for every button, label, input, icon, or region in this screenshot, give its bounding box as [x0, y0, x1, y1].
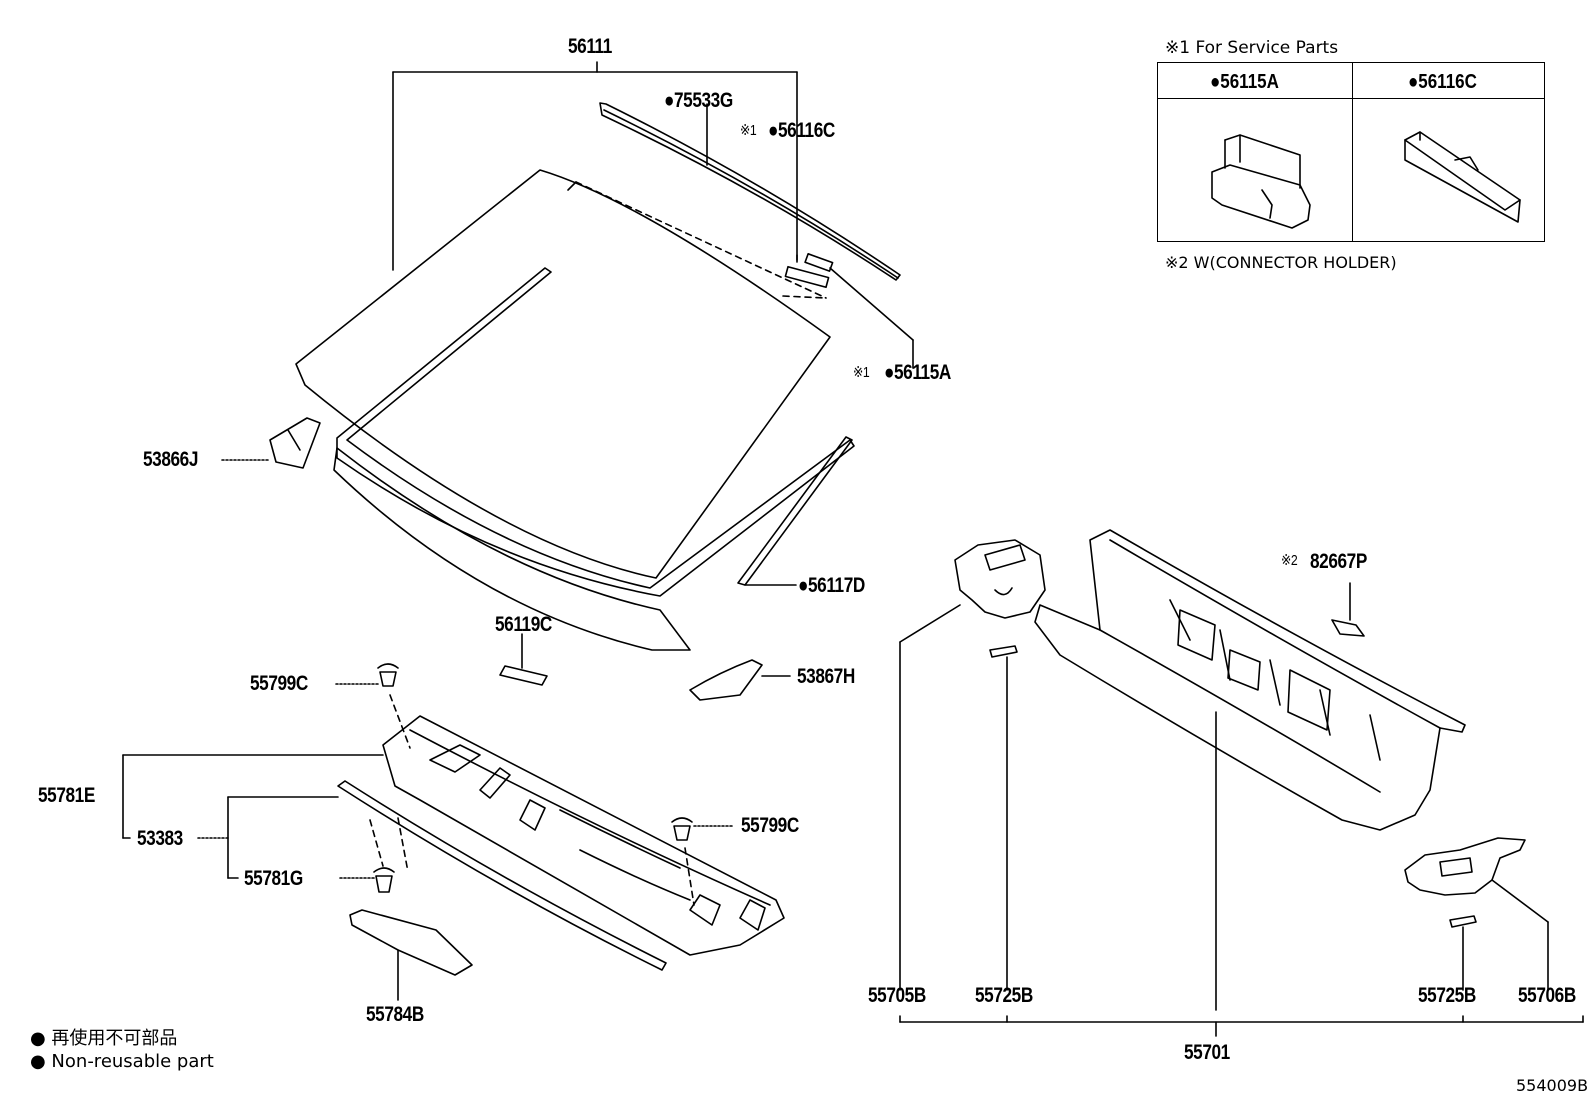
- dash-panel-55701: [1034, 529, 1466, 1011]
- service-parts-divider: [1352, 63, 1353, 241]
- seal-53383: [337, 780, 667, 971]
- clip-55725b-a: [989, 645, 1018, 991]
- label-56117d: ●56117D: [798, 574, 865, 597]
- label-53866j: 53866J: [143, 448, 199, 471]
- connector-holder-note: ※2 W(CONNECTOR HOLDER): [1165, 253, 1397, 272]
- leader-56111: [392, 61, 798, 271]
- label-56116c-mark: ※1: [740, 122, 757, 139]
- windshield-glass: [295, 169, 855, 651]
- label-75533g: ●75533G: [664, 89, 733, 112]
- bracket-55705b: [899, 539, 1046, 991]
- label-55784b: 55784B: [366, 1003, 424, 1026]
- panel-55784b: [349, 909, 473, 1001]
- connector-holder-82667p: [1331, 582, 1365, 637]
- label-55781e: 55781E: [38, 784, 95, 807]
- clip-55725b-b: [1449, 915, 1477, 991]
- label-56116c: ●56116C: [768, 119, 835, 142]
- service-part-56115a-label: ●56115A: [1210, 71, 1279, 93]
- clip-55799c-b: [671, 817, 735, 906]
- pad-56119c: [499, 633, 548, 686]
- service-parts-table: ●56115A ●56116C: [1157, 62, 1545, 242]
- service-part-56116c-label: ●56116C: [1408, 71, 1477, 93]
- leader-55701: [899, 1015, 1584, 1037]
- label-53867h: 53867H: [797, 665, 855, 688]
- service-part-56115a-drawing: [1211, 134, 1311, 229]
- clip-55781g: [339, 817, 409, 893]
- label-82667p: 82667P: [1310, 550, 1367, 573]
- service-parts-title: ※1 For Service Parts: [1165, 38, 1339, 58]
- cowl-louver-55781e: [382, 715, 785, 956]
- label-55799c-b: 55799C: [741, 814, 799, 837]
- label-56111: 56111: [568, 35, 612, 58]
- bracket-55706b: [1404, 837, 1549, 991]
- label-55799c-a: 55799C: [250, 672, 308, 695]
- upper-molding-75533g: [599, 102, 901, 281]
- service-part-56116c-drawing: [1404, 131, 1521, 223]
- clip-56116c: [784, 252, 914, 369]
- label-55781g: 55781G: [244, 867, 303, 890]
- label-56115a-mark: ※1: [853, 364, 870, 381]
- label-55725b-b: 55725B: [1418, 984, 1476, 1007]
- label-55725b-a: 55725B: [975, 984, 1033, 1007]
- label-56119c: 56119C: [495, 613, 552, 636]
- leader-55781e: [122, 754, 384, 879]
- label-55705b: 55705B: [868, 984, 926, 1007]
- side-molding-56117d: [737, 436, 853, 586]
- label-56115a: ●56115A: [884, 361, 951, 384]
- label-53383: 53383: [137, 827, 183, 850]
- label-55706b: 55706B: [1518, 984, 1576, 1007]
- service-parts-header: [1158, 63, 1544, 99]
- bracket-53866j: [221, 417, 321, 469]
- bracket-53867h: [689, 659, 791, 701]
- diagram-reference-number: 554009B: [1516, 1076, 1589, 1095]
- label-82667p-mark: ※2: [1281, 552, 1298, 569]
- legend-non-reusable-jp: ● 再使用不可部品: [30, 1028, 178, 1049]
- clip-55799c-a: [335, 663, 411, 749]
- legend-non-reusable-en: ● Non-reusable part: [30, 1051, 214, 1072]
- label-55701: 55701: [1184, 1041, 1230, 1064]
